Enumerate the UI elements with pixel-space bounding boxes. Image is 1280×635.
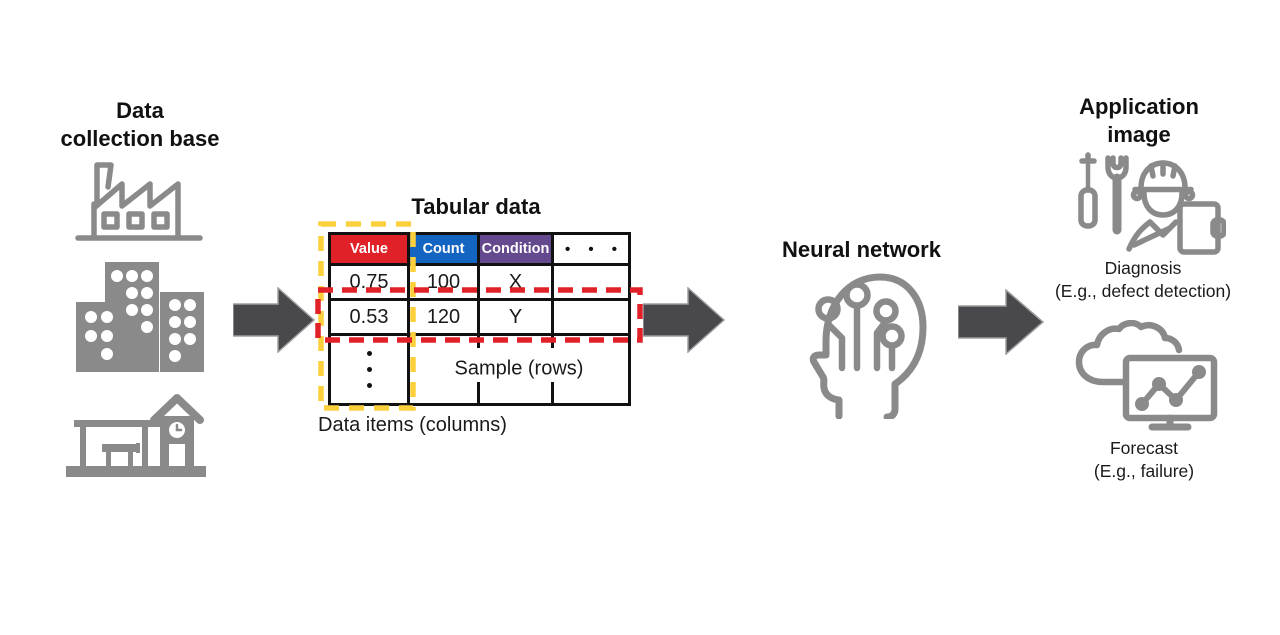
table-cell: 0.53: [328, 298, 410, 336]
data-items-caption: Data items (columns): [318, 414, 507, 436]
table-cell: Y: [477, 298, 554, 336]
collection-title: Data collection base: [38, 97, 242, 152]
column-header-count: Count: [407, 232, 480, 266]
head-circuit-icon: [787, 264, 927, 419]
flow-arrow-icon-3: [958, 289, 1044, 355]
city-buildings-icon: [76, 260, 204, 372]
forecast-label-example: (E.g., failure): [1093, 460, 1195, 481]
collection-title-line2: collection base: [60, 125, 220, 151]
diagnosis-label-example: (E.g., defect detection): [1054, 280, 1232, 301]
collection-title-line1: Data: [116, 98, 164, 123]
tabular-title: Tabular data: [411, 194, 541, 219]
forecast-label-title: Forecast: [1109, 438, 1179, 458]
flow-arrow-icon-1: [233, 287, 315, 353]
forecast-label: Forecast (E.g., failure): [1039, 437, 1249, 483]
sample-rows-cell: Sample (rows): [407, 333, 631, 406]
maintenance-worker-icon: [1072, 152, 1226, 258]
diagnosis-label-title: Diagnosis: [1104, 258, 1182, 278]
tabular-table-wrap: Value Count Condition • • • 0.75 100 X 0…: [328, 232, 631, 406]
application-title: Application image: [1039, 93, 1239, 148]
table-cell: 120: [407, 298, 480, 336]
table-row: 0.75 100 X: [328, 263, 631, 301]
sample-rows-label: Sample (rows): [454, 357, 584, 380]
application-title-line1: Application: [1079, 94, 1199, 119]
table-cell: X: [477, 263, 554, 301]
table-header-row: Value Count Condition • • •: [328, 232, 631, 266]
tabular-table: Value Count Condition • • • 0.75 100 X 0…: [328, 232, 631, 406]
column-header-condition: Condition: [477, 232, 554, 266]
neural-title: Neural network: [782, 237, 941, 262]
table-row: 0.53 120 Y: [328, 298, 631, 336]
diagnosis-label: Diagnosis (E.g., defect detection): [1016, 257, 1270, 303]
table-cell: 100: [407, 263, 480, 301]
factory-icon: [74, 157, 204, 243]
table-cell: [551, 263, 631, 301]
cloud-monitor-chart-icon: [1075, 320, 1220, 434]
station-building-icon: [66, 386, 206, 478]
flow-arrow-icon-2: [643, 287, 725, 353]
table-row-ellipsis: Sample (rows): [328, 333, 631, 406]
vertical-ellipsis-icon: [328, 333, 410, 406]
application-title-line2: image: [1107, 121, 1171, 147]
table-cell: 0.75: [328, 263, 410, 301]
column-header-more-columns: • • •: [551, 232, 631, 266]
table-cell: [551, 298, 631, 336]
column-header-value: Value: [328, 232, 410, 266]
